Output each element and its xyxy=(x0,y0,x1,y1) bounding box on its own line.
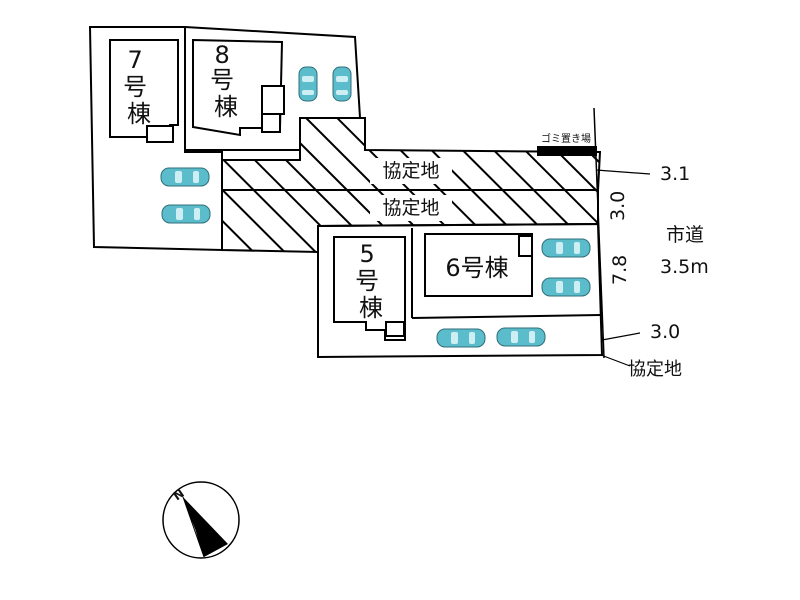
lot-6-bottom xyxy=(411,314,601,319)
building-6-label: 6号棟 xyxy=(445,254,508,282)
car-2 xyxy=(332,66,352,102)
gomi-label: ゴミ置き場 xyxy=(541,132,591,145)
car-3 xyxy=(160,167,210,187)
building-7-porch xyxy=(146,125,174,143)
building-7-label: 7 号 棟 xyxy=(123,46,155,128)
building-6 xyxy=(424,233,533,297)
road-edge xyxy=(593,107,605,359)
road-name: 市道 xyxy=(666,224,704,246)
gomi-area xyxy=(537,146,597,156)
car-6 xyxy=(541,277,591,297)
dim-right-vertical: 7.8 xyxy=(609,255,631,285)
building-8-label: 8 号 棟 xyxy=(210,41,242,121)
road-width: 3.5m xyxy=(660,256,709,278)
north-arrow-icon xyxy=(183,497,228,557)
dim-bottom: 3.0 xyxy=(650,321,680,343)
car-4 xyxy=(161,204,211,224)
kyotei-upper-label: 協定地 xyxy=(382,160,439,182)
building-5-porch xyxy=(385,321,405,337)
dim-top-leader xyxy=(595,169,651,175)
car-5 xyxy=(541,238,591,258)
building-8-porch xyxy=(261,85,285,115)
compass: N xyxy=(162,481,240,559)
dim-mid: 3.0 xyxy=(607,191,629,221)
dim-bottom-leader xyxy=(601,332,641,341)
kyotei-lower-label: 協定地 xyxy=(382,197,439,219)
dim-top: 3.1 xyxy=(660,163,690,185)
kyotei-bottom-leader xyxy=(600,354,631,367)
building-8-step xyxy=(261,113,281,133)
building-6-porch xyxy=(518,235,533,257)
car-7 xyxy=(436,328,486,348)
kyotei-bottom-label: 協定地 xyxy=(628,359,682,380)
building-5-label: 5 号 棟 xyxy=(355,240,387,322)
building-8 xyxy=(192,38,284,137)
car-1 xyxy=(298,66,318,102)
car-8 xyxy=(496,327,546,347)
